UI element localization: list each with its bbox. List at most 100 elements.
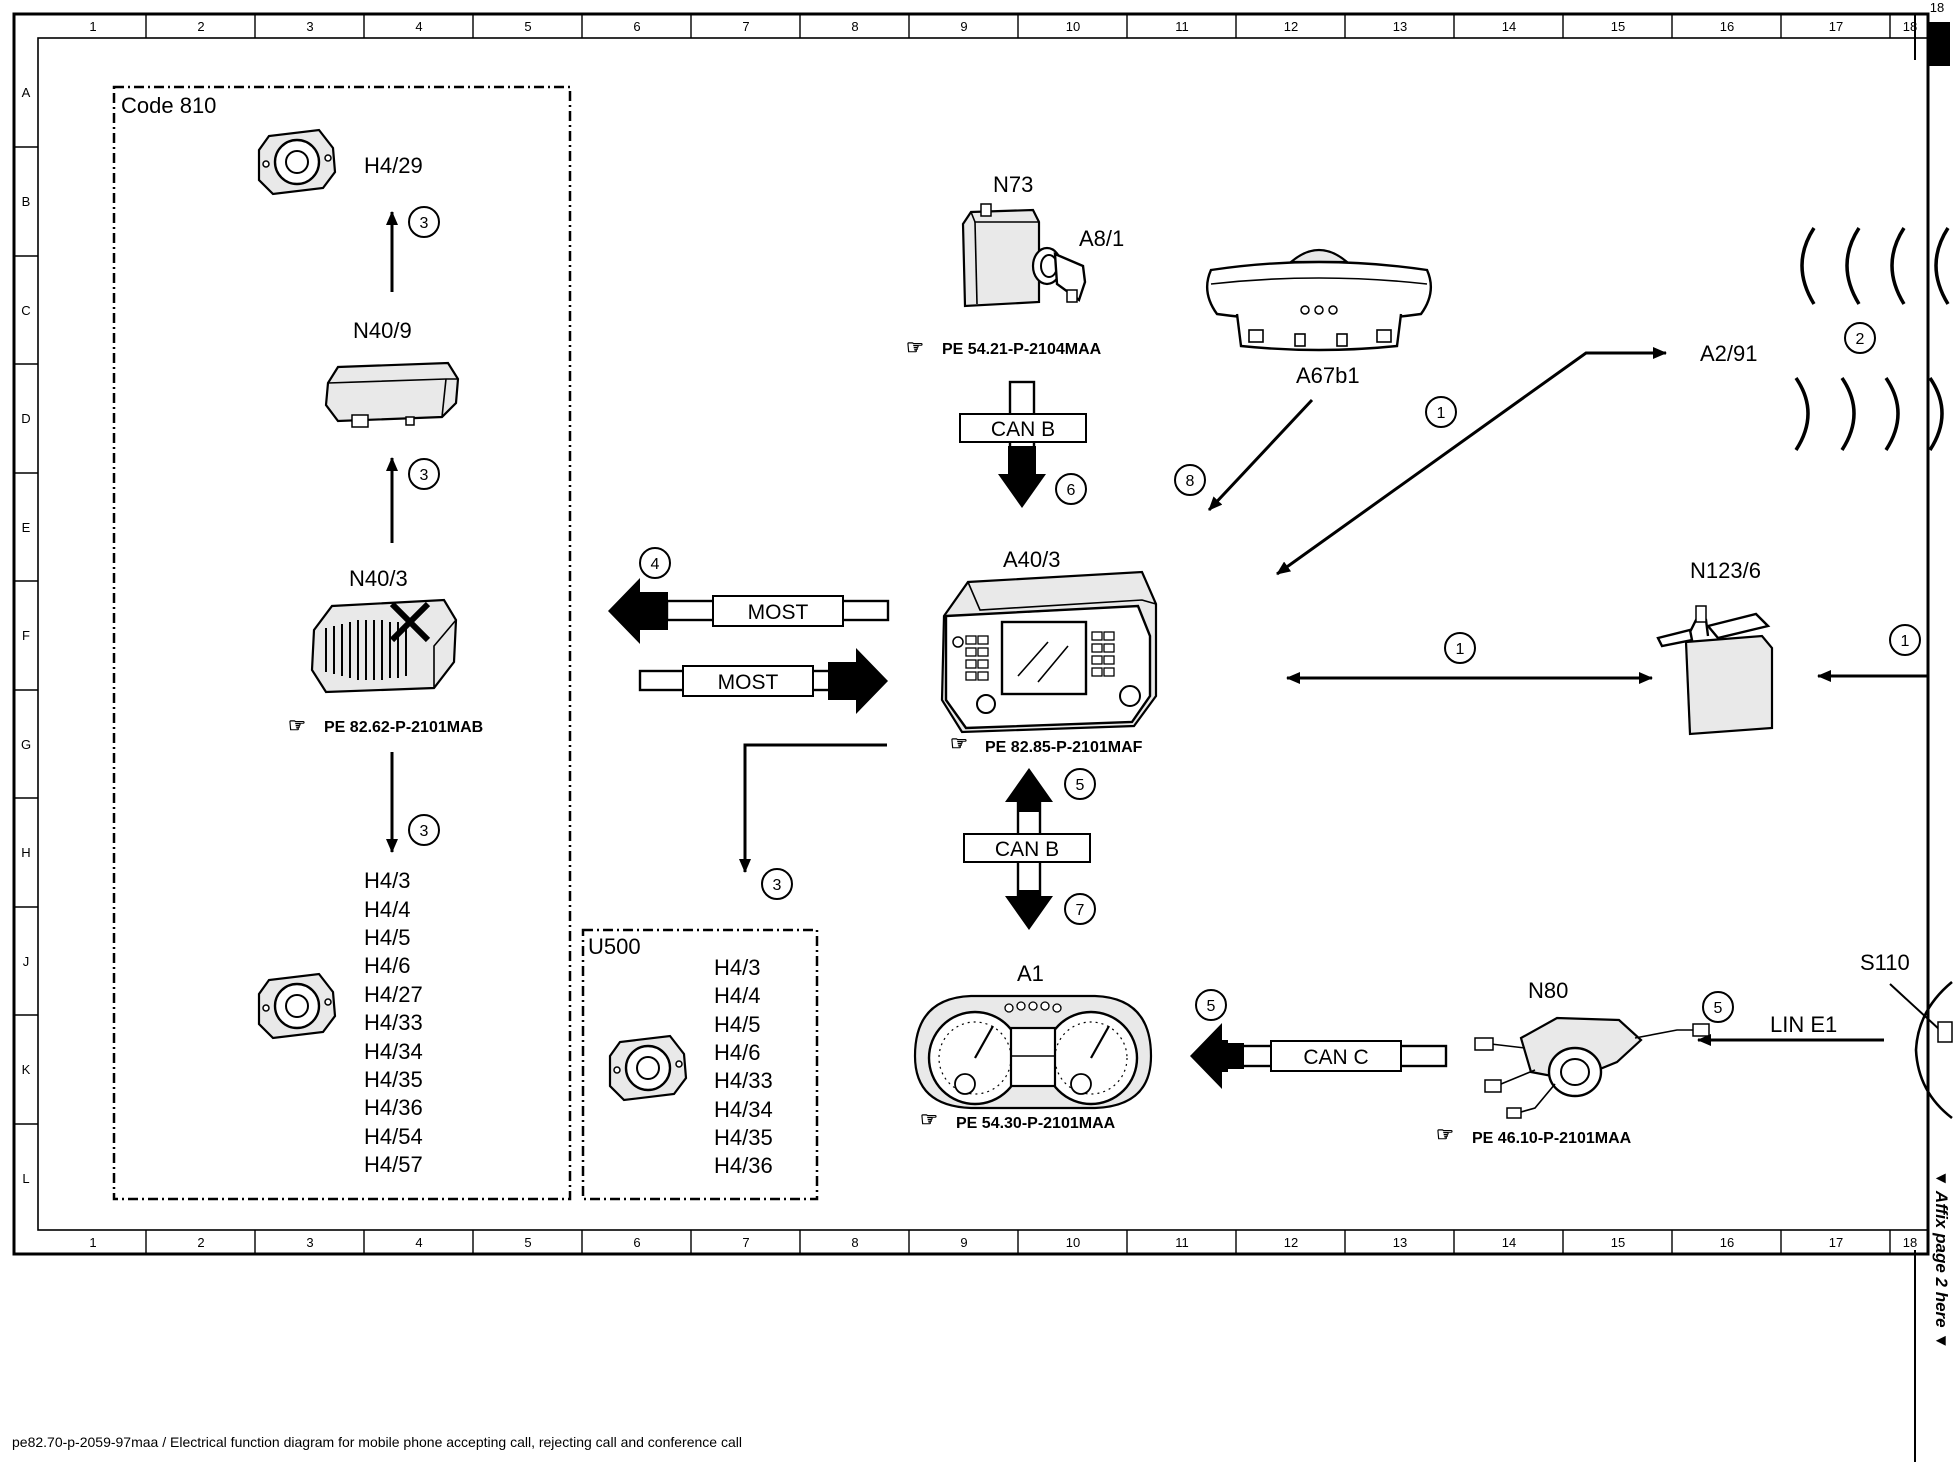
- col-label-top: 2: [197, 19, 204, 34]
- hand-pointer-icon: ☞: [288, 715, 306, 737]
- col-label-top: 9: [960, 19, 967, 34]
- n80-label: N80: [1528, 978, 1568, 1003]
- can-c-label: CAN C: [1303, 1046, 1368, 1069]
- svg-text:8: 8: [1186, 473, 1195, 490]
- col-label-bottom: 18: [1903, 1235, 1917, 1250]
- col-label-top: 12: [1284, 19, 1298, 34]
- speaker-label: H4/35: [714, 1125, 773, 1150]
- col-label-top: 6: [633, 19, 640, 34]
- svg-text:2: 2: [1856, 331, 1865, 348]
- col-label-top: 7: [742, 19, 749, 34]
- col-label-top: 5: [524, 19, 531, 34]
- hand-pointer-icon: ☞: [1436, 1124, 1454, 1146]
- n40-9-module-icon: [324, 361, 460, 428]
- marker-circle: 3: [408, 458, 440, 490]
- col-label-bottom: 6: [633, 1235, 640, 1250]
- n80-ref: ☞ PE 46.10-P-2101MAA: [1436, 1124, 1632, 1147]
- marker-circle: 1: [1425, 396, 1457, 428]
- affix-note: ▼ Affix page 2 here ▼: [1914, 1170, 1951, 1462]
- svg-text:3: 3: [773, 877, 782, 894]
- a40-3-head-unit-icon: [940, 570, 1158, 734]
- marker-circle: 2: [1844, 322, 1876, 354]
- n73-ignition-switch-icon: [961, 203, 1087, 308]
- n40-3-ref: ☞ PE 82.62-P-2101MAB: [288, 715, 483, 737]
- marker-circle: 1: [1444, 632, 1476, 664]
- arrow-a40-3-to-u500: [739, 743, 887, 873]
- u500-speaker-list: H4/3 H4/4 H4/5 H4/6 H4/33 H4/34 H4/35 H4…: [714, 955, 773, 1178]
- speaker-label: H4/6: [364, 953, 410, 978]
- a67b1-mirror-icon: [1205, 249, 1433, 352]
- svg-text:PE 54.30-P-2101MAA: PE 54.30-P-2101MAA: [956, 1115, 1116, 1132]
- speaker-label: H4/27: [364, 982, 423, 1007]
- hand-pointer-icon: ☞: [906, 337, 924, 359]
- row-label: L: [22, 1171, 29, 1186]
- page-marker: 18: [1930, 0, 1944, 15]
- svg-text:1: 1: [1437, 405, 1446, 422]
- marker-circle: 1: [1889, 624, 1921, 656]
- col-label-top: 1: [89, 19, 96, 34]
- speaker-label: H4/35: [364, 1067, 423, 1092]
- h4-29-label: H4/29: [364, 153, 423, 178]
- col-label-top: 17: [1829, 19, 1843, 34]
- col-label-bottom: 1: [89, 1235, 96, 1250]
- n73-ref: ☞ PE 54.21-P-2104MAA: [906, 337, 1102, 359]
- row-label: K: [22, 1062, 31, 1077]
- marker-circle: 5: [1702, 991, 1734, 1023]
- a40-3-ref: ☞ PE 82.85-P-2101MAF: [950, 733, 1143, 756]
- row-label: D: [21, 411, 30, 426]
- speaker-label: H4/36: [714, 1153, 773, 1178]
- can-b-bus-top: CAN B: [959, 380, 1087, 508]
- marker-circle: 8: [1174, 464, 1206, 496]
- speaker-label: H4/3: [714, 955, 760, 980]
- speaker-label: H4/3: [364, 868, 410, 893]
- speaker-label: H4/33: [364, 1010, 423, 1035]
- col-label-top: 13: [1393, 19, 1407, 34]
- svg-text:PE 82.85-P-2101MAF: PE 82.85-P-2101MAF: [985, 739, 1143, 756]
- lin-e1-label: LIN E1: [1770, 1012, 1837, 1037]
- speaker-label: H4/57: [364, 1152, 423, 1177]
- n73-label: N73: [993, 172, 1033, 197]
- svg-text:5: 5: [1714, 1000, 1723, 1017]
- svg-text:PE 46.10-P-2101MAA: PE 46.10-P-2101MAA: [1472, 1130, 1632, 1147]
- speaker-icon: [257, 972, 337, 1040]
- code-810-speaker-list: H4/3 H4/4 H4/5 H4/6 H4/27 H4/33 H4/34 H4…: [364, 868, 423, 1177]
- diagram-caption: pe82.70-p-2059-97maa / Electrical functi…: [12, 1434, 742, 1450]
- u500-label: U500: [588, 934, 641, 959]
- col-label-bottom: 2: [197, 1235, 204, 1250]
- marker-circle: 6: [1055, 473, 1087, 505]
- marker-circle: 5: [1064, 768, 1096, 800]
- n80-steering-column-module-icon: [1474, 1016, 1710, 1119]
- svg-text:PE 82.62-P-2101MAB: PE 82.62-P-2101MAB: [324, 719, 483, 736]
- most-bus-in: MOST: [638, 648, 888, 714]
- col-label-bottom: 16: [1720, 1235, 1734, 1250]
- col-label-bottom: 7: [742, 1235, 749, 1250]
- speaker-icon: [608, 1034, 688, 1102]
- code-810-group: Code 810: [112, 85, 572, 1201]
- marker-circle: 3: [408, 814, 440, 846]
- s110-label: S110: [1860, 950, 1910, 975]
- speaker-label: H4/34: [714, 1097, 773, 1122]
- col-label-bottom: 8: [851, 1235, 858, 1250]
- code-810-label: Code 810: [121, 93, 216, 118]
- col-label-bottom: 13: [1393, 1235, 1407, 1250]
- svg-text:3: 3: [420, 467, 429, 484]
- speaker-label: H4/36: [364, 1095, 423, 1120]
- hand-pointer-icon: ☞: [950, 733, 968, 755]
- a1-ref: ☞ PE 54.30-P-2101MAA: [920, 1109, 1116, 1132]
- speaker-label: H4/5: [714, 1012, 760, 1037]
- marker-circle: 7: [1064, 893, 1096, 925]
- row-label: E: [22, 520, 31, 535]
- most-label: MOST: [748, 601, 809, 624]
- can-b-bus-bottom: CAN B: [963, 768, 1091, 930]
- speaker-label: H4/33: [714, 1068, 773, 1093]
- svg-text:1: 1: [1456, 641, 1465, 658]
- col-label-top: 4: [415, 19, 422, 34]
- n40-9-label: N40/9: [353, 318, 412, 343]
- col-label-top: 11: [1175, 19, 1189, 34]
- hand-pointer-icon: ☞: [920, 1109, 938, 1131]
- col-label-top: 18: [1903, 19, 1917, 34]
- svg-text:4: 4: [651, 556, 660, 573]
- speaker-label: H4/54: [364, 1124, 423, 1149]
- svg-text:3: 3: [420, 215, 429, 232]
